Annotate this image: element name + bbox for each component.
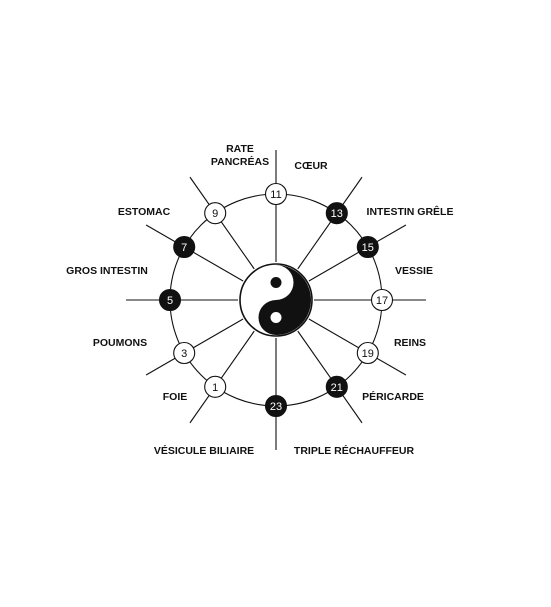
hour-number: 19: [362, 348, 374, 360]
organ-label-line: TRIPLE RÉCHAUFFEUR: [294, 444, 415, 457]
hour-marker-foie: 1: [204, 375, 227, 398]
hour-number: 17: [376, 295, 388, 307]
organ-label-vesicule-biliaire: VÉSICULE BILIAIRE: [154, 444, 254, 457]
organ-label-foie: FOIE: [163, 391, 188, 403]
spoke-estomac: [145, 224, 244, 282]
hour-number: 9: [212, 208, 218, 220]
organ-label-line: GROS INTESTIN: [66, 265, 148, 277]
hour-marker-triple-rechauffeur: 21: [325, 375, 348, 398]
hour-circle: [173, 235, 196, 259]
hour-marker-estomac: 7: [173, 235, 196, 259]
organ-label-coeur: CŒUR: [294, 160, 328, 172]
organ-label-line: POUMONS: [93, 337, 147, 349]
hour-marker-gros-intestin: 5: [158, 288, 182, 312]
hour-circle: [264, 394, 288, 418]
hour-marker-rate-pancreas: 9: [204, 202, 227, 225]
organ-label-line: RATE: [226, 143, 254, 155]
hour-number: 21: [331, 382, 343, 394]
hour-number: 11: [270, 189, 281, 201]
organ-label-line: FOIE: [163, 391, 188, 403]
hour-number: 15: [362, 242, 374, 254]
organ-label-line: VESSIE: [395, 265, 433, 277]
hour-marker-vessie: 15: [356, 235, 379, 259]
hour-number: 5: [167, 295, 173, 307]
hour-circle: [173, 341, 196, 365]
hour-circle: [204, 375, 227, 398]
organ-label-line: VÉSICULE BILIAIRE: [154, 444, 254, 457]
spokes: [126, 150, 426, 450]
hour-circle: [325, 375, 348, 398]
organ-label-line: PÉRICARDE: [362, 390, 424, 403]
hour-marker-poumons: 3: [173, 341, 196, 365]
organ-label-intestin-grele: INTESTIN GRÊLE: [367, 205, 454, 218]
organ-label-line: ESTOMAC: [118, 206, 171, 218]
hour-marker-intestin-grele: 13: [325, 202, 348, 225]
hour-marker-vesicule-biliaire: 23: [264, 394, 288, 418]
hour-circle: [356, 341, 379, 365]
spoke-rate-pancreas: [189, 176, 255, 270]
hour-circle: [264, 182, 288, 206]
organ-label-triple-rechauffeur: TRIPLE RÉCHAUFFEUR: [294, 444, 415, 457]
organ-label-reins: REINS: [394, 337, 426, 349]
organ-label-line: REINS: [394, 337, 426, 349]
spoke-intestin-grele: [297, 176, 363, 270]
hour-number: 3: [181, 348, 187, 360]
organ-label-estomac: ESTOMAC: [118, 206, 171, 218]
organ-label-line: CŒUR: [294, 160, 328, 172]
hour-number: 23: [270, 401, 282, 413]
hour-number: 7: [181, 242, 187, 254]
hour-circle: [370, 288, 394, 312]
spoke-vessie: [308, 224, 407, 282]
hour-circle: [204, 202, 227, 225]
hour-number: 13: [331, 208, 343, 220]
spoke-triple-rechauffeur: [297, 330, 363, 424]
organ-label-pericarde: PÉRICARDE: [362, 390, 424, 403]
hour-number: 1: [212, 382, 218, 394]
hour-marker-pericarde: 19: [356, 341, 379, 365]
hour-circle: [356, 235, 379, 259]
organ-label-line: PANCRÉAS: [211, 155, 269, 168]
organ-label-line: INTESTIN GRÊLE: [367, 205, 454, 218]
yin-yang-icon: [239, 263, 313, 337]
hour-marker-reins: 17: [370, 288, 394, 312]
hour-marker-coeur: 11: [264, 182, 288, 206]
organ-label-poumons: POUMONS: [93, 337, 147, 349]
spoke-poumons: [145, 318, 244, 376]
hour-circle: [325, 202, 348, 225]
spoke-foie: [189, 330, 255, 424]
organ-label-gros-intestin: GROS INTESTIN: [66, 265, 148, 277]
hour-circle: [158, 288, 182, 312]
spoke-pericarde: [308, 318, 407, 376]
organ-label-vessie: VESSIE: [395, 265, 433, 277]
